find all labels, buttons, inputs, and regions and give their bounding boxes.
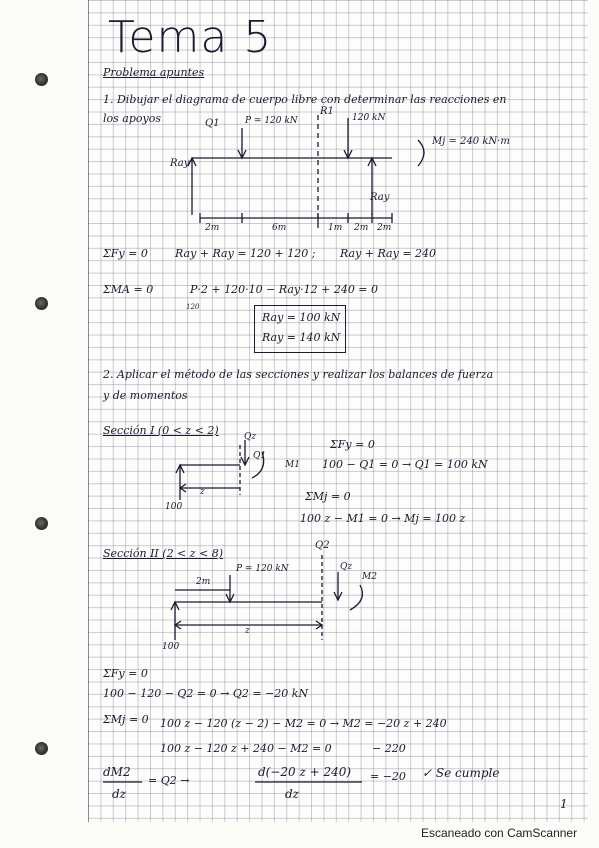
check-mark: ✓ Se cumple [422,766,500,780]
reaction-result-2: Ray = 140 kN [262,331,341,344]
dim-label: 1m [328,223,343,233]
section-1-mj-equation: 100 z − M1 = 0 → Mj = 100 z [300,512,466,525]
derivative-2-result: = −20 [370,770,406,783]
moment-arrow [251,451,265,479]
ray-right-label: Ray [370,192,390,203]
question-2-line-2: y de momentos [103,389,188,402]
scanner-footer: Escaneado con CamScanner [421,826,578,840]
section-2-z: z [245,626,250,636]
derivative-denominator: dz [112,787,127,801]
section-2-heading: Sección II (2 < z < 8) [103,547,224,560]
question-1-line-2: los apoyos [103,112,161,125]
dim-label: 2m [354,223,369,233]
section-1-sum-fy: ΣFy = 0 [330,438,375,451]
ray-left-label: Ray [170,158,190,169]
section-2-m2: M2 [362,572,377,582]
binder-hole [35,297,48,310]
section-1-qz: Qz [244,432,257,442]
section-2-load: P = 120 kN [236,564,289,574]
section-2-mj-equation-2: 100 z − 120 z + 240 − M2 = 0 [160,742,332,755]
section-2-mj-equation-2-tail: − 220 [372,742,406,755]
q1-label: Q1 [205,118,220,129]
section-2-reaction: 100 [162,642,180,652]
binder-hole [35,742,48,755]
section-1-sum-mj: ΣMj = 0 [305,490,351,503]
subtitle: Problema apuntes [103,66,205,79]
section-1-m1: M1 [285,460,300,470]
section-1-q1: Q1 [253,451,267,461]
ma-expression: P·2 + 120·10 − Ray·12 + 240 = 0 [190,283,379,296]
sheet-edge [88,0,89,822]
arrow-head [367,156,377,167]
section-2-dim-2m: 2m [196,577,211,587]
load-120-label: 120 kN [352,113,386,123]
section-1-reaction: 100 [165,502,183,512]
page-number: 1 [560,797,568,811]
notebook-sheet [88,0,588,822]
derivative-2-denominator: dz [285,787,300,801]
question-2-line-1: 2. Aplicar el método de las secciones y … [103,368,494,381]
arrow-head [187,156,197,167]
section-1-heading: Sección I (0 < z < 2) [103,424,219,437]
binder-hole [35,517,48,530]
dim-label: 6m [272,223,287,233]
fy-result: Ray + Ray = 240 [340,247,437,260]
moment-arrow [349,584,364,611]
question-1-line-1: 1. Dibujar el diagrama de cuerpo libre c… [103,93,507,106]
section-2-qz: Qz [340,562,353,572]
derivative-equals: = Q2 → [148,774,190,787]
p-substitution: 120 [186,303,200,311]
arrow-head [237,149,247,160]
sum-ma: ΣMA = 0 [103,283,154,296]
section-2-sum-mj: ΣMj = 0 [103,713,149,726]
arrow-head [343,149,353,160]
derivative-2-numerator: d(−20 z + 240) [258,765,352,779]
binder-hole [35,73,48,86]
section-2-mj-equation: 100 z − 120 (z − 2) − M2 = 0 → M2 = −20 … [160,717,447,730]
section-1-z: z [200,487,205,497]
section-2-fy-equation: 100 − 120 − Q2 = 0 → Q2 = −20 kN [103,687,309,700]
sum-fy: ΣFy = 0 [103,247,148,260]
section-2-sum-fy: ΣFy = 0 [103,667,148,680]
load-p-label: P = 120 kN [245,116,298,126]
dim-label: 2m [377,223,392,233]
section-1-fy-equation: 100 − Q1 = 0 → Q1 = 100 kN [322,458,488,471]
moment-label: Mj = 240 kN·m [432,136,510,147]
section-2-q2: Q2 [315,540,330,551]
page-title: Tema 5 [108,12,273,63]
reaction-result-1: Ray = 100 kN [262,311,341,324]
derivative-numerator: dM2 [103,765,131,779]
fy-expression: Ray + Ray = 120 + 120 ; [175,247,316,260]
result-box [254,305,346,353]
moment-arrow [417,139,425,167]
r1-label: R1 [320,106,334,117]
dim-label: 2m [205,223,220,233]
